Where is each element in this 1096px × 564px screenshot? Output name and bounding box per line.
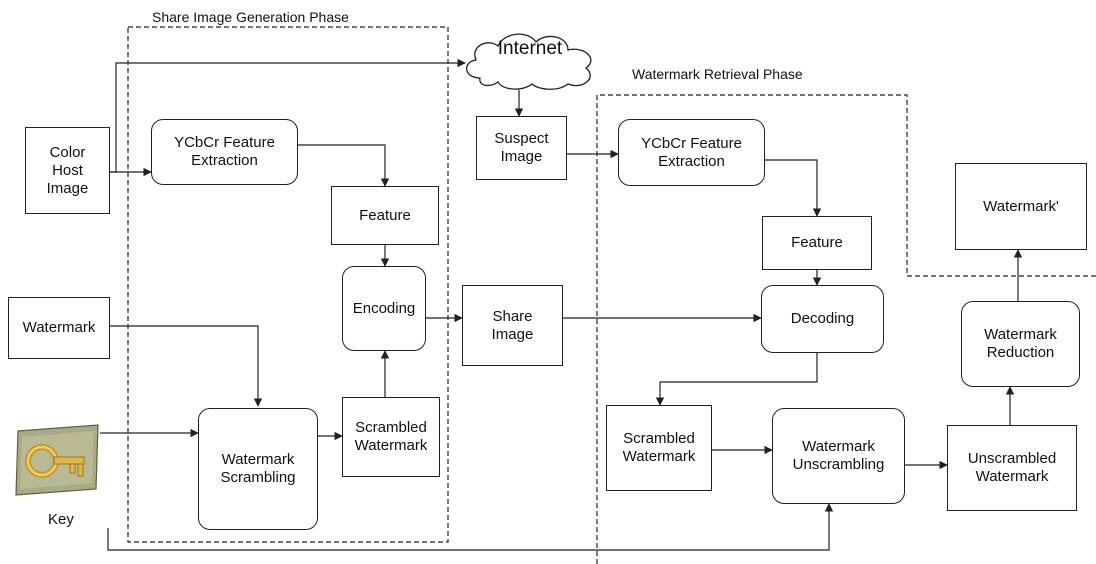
watermark-input-box: Watermark — [8, 297, 110, 359]
edge-watermark-to-scrambling — [110, 325, 263, 407]
edge-ycbcr-right-to-feature — [765, 159, 822, 217]
retrieval-phase-label: Watermark Retrieval Phase — [632, 66, 803, 82]
internet-cloud-shape — [466, 33, 592, 90]
unscrambled-watermark-box: Unscrambled Watermark — [947, 425, 1077, 511]
share-phase-label: Share Image Generation Phase — [152, 9, 349, 25]
color-host-image-box: Color Host Image — [25, 127, 110, 214]
key-icon — [15, 424, 99, 496]
scrambled-watermark-left-box: Scrambled Watermark — [342, 397, 440, 477]
encoding-box: Encoding — [342, 266, 426, 351]
watermark-scrambling-box: Watermark Scrambling — [198, 408, 318, 530]
feature-left-box: Feature — [331, 186, 439, 245]
suspect-image-box: Suspect Image — [476, 116, 567, 180]
ycbcr-extraction-right: YCbCr Feature Extraction — [618, 119, 765, 186]
watermark-output-box: Watermark' — [955, 163, 1087, 250]
ycbcr-extraction-left: YCbCr Feature Extraction — [151, 119, 298, 185]
edge-ycbcr-to-feature — [298, 144, 390, 187]
feature-right-box: Feature — [762, 216, 872, 270]
share-image-box: Share Image — [462, 285, 563, 366]
key-label: Key — [48, 511, 74, 528]
decoding-box: Decoding — [761, 285, 884, 353]
internet-label: Internet — [497, 38, 563, 59]
watermark-unscrambling-box: Watermark Unscrambling — [772, 408, 905, 504]
edge-decoding-to-scrambled — [655, 353, 818, 406]
watermark-reduction-box: Watermark Reduction — [961, 301, 1080, 387]
scrambled-watermark-right-box: Scrambled Watermark — [606, 405, 712, 491]
